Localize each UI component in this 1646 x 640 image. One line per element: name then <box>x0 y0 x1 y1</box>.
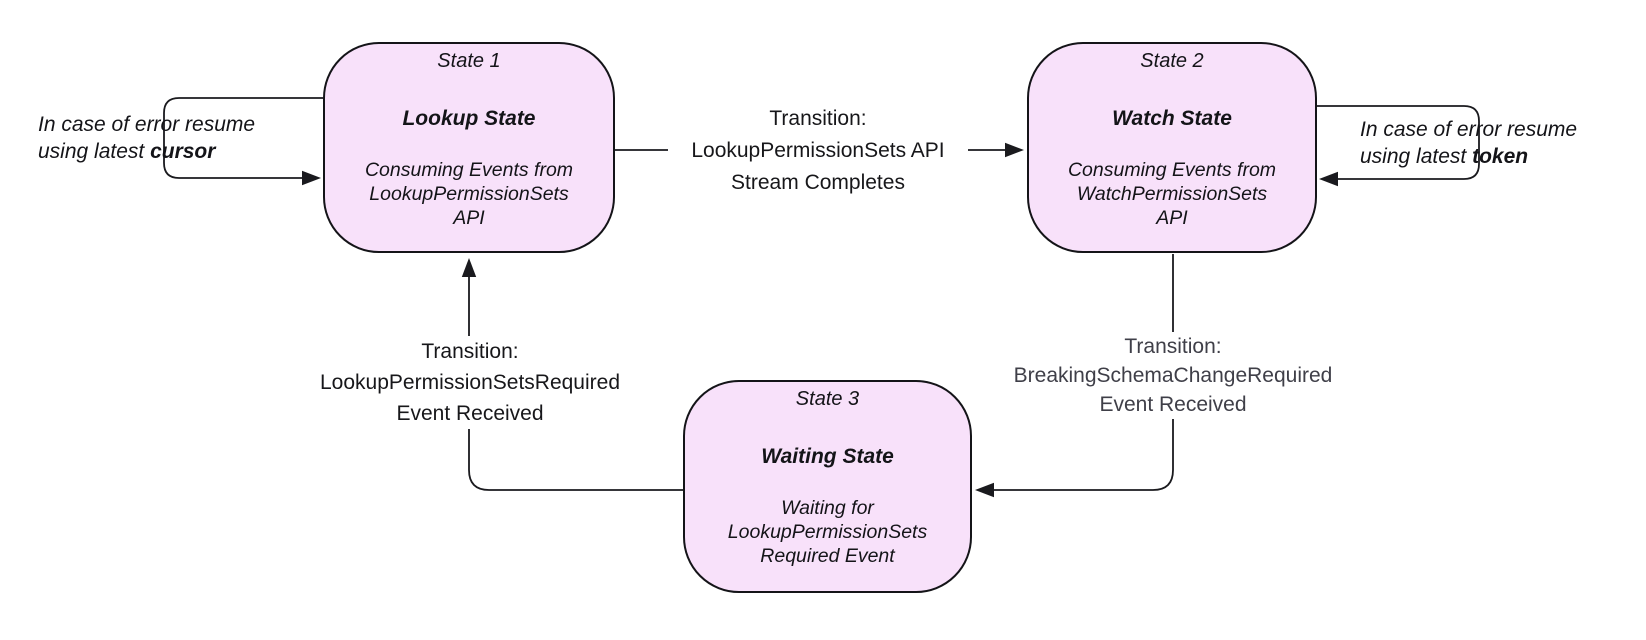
arrowhead-state1-to-state2 <box>1005 142 1024 158</box>
edge-state2-to-state3 <box>992 254 1174 491</box>
error-note-emphasis: cursor <box>150 140 216 163</box>
error-note-emphasis: token <box>1472 145 1529 168</box>
arrowhead-state2-error-loop <box>1319 171 1338 187</box>
arrowhead-state2-to-state3 <box>975 482 994 498</box>
state-node-waiting: State 3 Waiting State Waiting for Lookup… <box>683 380 972 593</box>
state-title: State 1 <box>437 50 501 72</box>
state-name: Lookup State <box>402 107 536 130</box>
state-title: State 3 <box>795 388 860 410</box>
error-note-text: In case of error resume using latest <box>1360 118 1578 168</box>
arrowhead-state1-error-loop <box>302 170 321 186</box>
state-description: Consuming Events from WatchPermissionSet… <box>1067 159 1277 229</box>
transition-label-breaking-schema-change: Transition: BreakingSchemaChangeRequired… <box>993 332 1353 419</box>
edge-state3-to-state1 <box>468 275 683 491</box>
state-description: Waiting for LookupPermissionSets Require… <box>727 497 928 567</box>
transition-label-lookup-required: Transition: LookupPermissionSetsRequired… <box>290 336 650 429</box>
state-node-watch: State 2 Watch State Consuming Events fro… <box>1027 42 1317 253</box>
arrowhead-state3-to-state1 <box>461 258 477 277</box>
error-note-text: In case of error resume using latest <box>38 113 256 163</box>
edge-state2-error-loop <box>1317 105 1480 180</box>
transition-label-stream-completes: Transition: LookupPermissionSets API Str… <box>668 103 968 199</box>
error-note-cursor: In case of error resume using latest cur… <box>38 111 278 165</box>
state-title: State 2 <box>1140 50 1204 72</box>
state-name: Watch State <box>1112 107 1232 130</box>
edge-state1-error-loop <box>163 97 323 179</box>
state-description: Consuming Events from LookupPermissionSe… <box>364 159 574 229</box>
state-node-lookup: State 1 Lookup State Consuming Events fr… <box>323 42 615 253</box>
state-name: Waiting State <box>761 445 894 468</box>
error-note-token: In case of error resume using latest tok… <box>1360 116 1605 170</box>
